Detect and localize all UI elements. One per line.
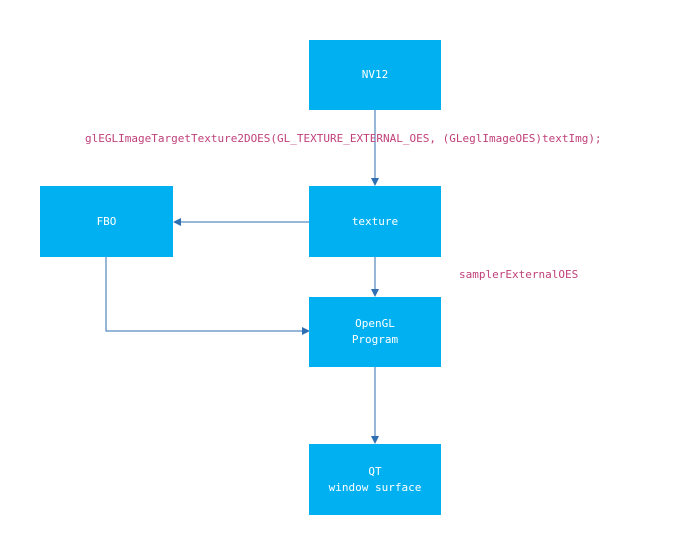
node-fbo: FBO (40, 186, 173, 257)
node-opengl-program: OpenGL Program (309, 297, 441, 367)
node-opengl-label-line1: OpenGL (355, 317, 395, 330)
node-texture-label: texture (351, 214, 399, 228)
node-qt-label-line1: QT (368, 464, 382, 478)
edge-label-sampler-external-oes: samplerExternalOES (459, 268, 579, 281)
node-nv12-label: NV12 (361, 68, 389, 81)
node-texture: texture (309, 186, 441, 257)
edge-label-egl-image-target: glEGLImageTargetTexture2DOES(GL_TEXTURE_… (85, 132, 602, 145)
arrow-fbo-to-opengl (105, 257, 310, 335)
node-nv12: NV12 (309, 40, 441, 110)
node-qt-label-line2: window surface (328, 480, 422, 494)
node-qt-window-surface: QT window surface (309, 444, 441, 515)
node-fbo-label: FBO (96, 214, 117, 228)
node-opengl-label-line2: Program (351, 333, 399, 346)
